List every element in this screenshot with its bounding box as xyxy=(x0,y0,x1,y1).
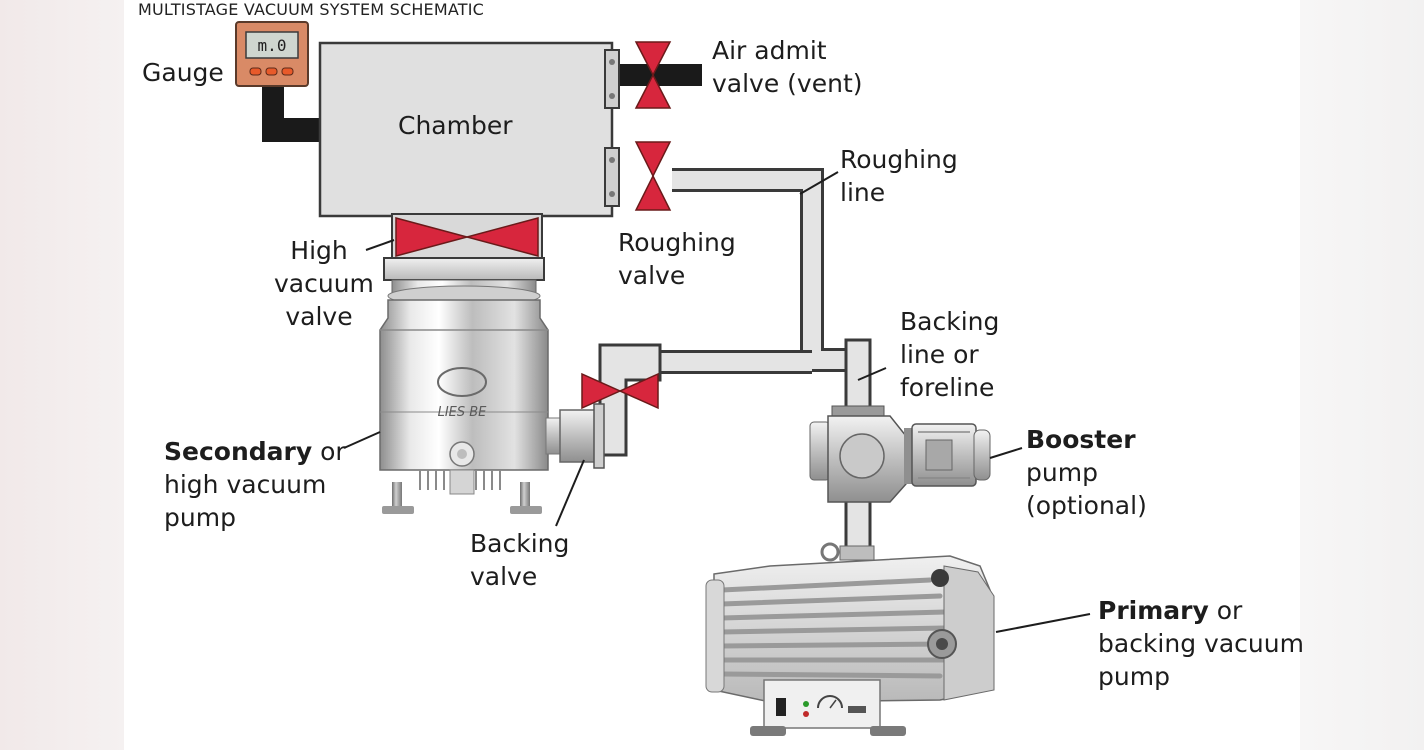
label-secondary-line3: pump xyxy=(164,503,236,532)
leader-backing-valve xyxy=(555,459,585,527)
label-backing-valve: Backing valve xyxy=(470,527,569,593)
label-secondary-line2: high vacuum xyxy=(164,470,327,499)
label-primary-bold: Primary xyxy=(1098,596,1209,625)
label-roughing-line-line1: Roughing xyxy=(840,145,958,174)
label-backing-line: Backing line or foreline xyxy=(900,305,999,404)
label-primary-line2: backing vacuum xyxy=(1098,629,1304,658)
label-booster-bold: Booster xyxy=(1026,425,1136,454)
label-booster-line2: pump xyxy=(1026,458,1098,487)
gauge-icon: m.0 xyxy=(235,21,309,87)
label-high-vacuum-valve: High vacuum valve xyxy=(274,234,374,333)
roots-booster-icon xyxy=(809,405,991,503)
label-chamber: Chamber xyxy=(398,111,513,140)
label-backing-valve-line1: Backing xyxy=(470,529,570,558)
leader-lines xyxy=(343,171,1091,633)
label-booster-line3: (optional) xyxy=(1026,491,1147,520)
label-backing-line-line1: Backing xyxy=(900,307,1000,336)
leader-primary xyxy=(995,613,1091,633)
label-backing-line-line2: line or xyxy=(900,340,979,369)
label-roughing-line-line2: line xyxy=(840,178,886,207)
leader-roughing-line xyxy=(799,171,839,195)
backing-valve-icon xyxy=(581,372,659,410)
label-high-vacuum-line1: High xyxy=(290,236,348,265)
label-secondary-suffix: or xyxy=(312,437,346,466)
label-backing-valve-line2: valve xyxy=(470,562,538,591)
right-margin xyxy=(1300,0,1424,750)
pump-badge-text: LIES BE xyxy=(438,405,488,420)
label-roughing-valve-line2: valve xyxy=(618,261,686,290)
scroll-pump-icon xyxy=(705,542,995,736)
label-roughing-valve-line1: Roughing xyxy=(618,228,736,257)
label-booster-pump: Booster pump (optional) xyxy=(1026,423,1147,522)
turbo-pump-icon: LIES BE xyxy=(379,257,605,514)
vent-pipe xyxy=(620,64,702,86)
label-air-admit-line1: Air admit xyxy=(712,36,827,65)
roughing-valve-icon xyxy=(634,141,672,211)
leader-backing-line xyxy=(857,367,887,381)
label-secondary-pump: Secondary or high vacuum pump xyxy=(164,435,346,534)
roughing-line-pipe xyxy=(672,168,850,372)
label-backing-line-line3: foreline xyxy=(900,373,995,402)
leader-booster xyxy=(989,447,1023,459)
label-high-vacuum-line2: vacuum xyxy=(274,269,374,298)
label-primary-suffix: or xyxy=(1208,596,1243,625)
label-primary-pump: Primary or backing vacuum pump xyxy=(1098,594,1304,693)
label-gauge: Gauge xyxy=(142,58,224,87)
leader-secondary xyxy=(343,431,381,449)
label-primary-line3: pump xyxy=(1098,662,1170,691)
left-margin xyxy=(0,0,124,750)
backing-line-pipe xyxy=(598,343,812,457)
label-roughing-line: Roughing line xyxy=(840,143,958,209)
label-high-vacuum-line3: valve xyxy=(285,302,353,331)
air-admit-valve-icon xyxy=(634,41,672,109)
leader-high-vacuum-valve xyxy=(365,239,395,251)
label-air-admit-valve: Air admit valve (vent) xyxy=(712,34,863,100)
label-roughing-valve: Roughing valve xyxy=(618,226,736,292)
label-secondary-bold: Secondary xyxy=(164,437,313,466)
diagram-title: MULTISTAGE VACUUM SYSTEM SCHEMATIC xyxy=(138,0,485,19)
high-vacuum-valve-icon xyxy=(391,213,543,261)
gauge-connection-pipe xyxy=(262,86,322,142)
label-air-admit-line2: valve (vent) xyxy=(712,69,863,98)
gauge-readout: m.0 xyxy=(258,36,287,55)
